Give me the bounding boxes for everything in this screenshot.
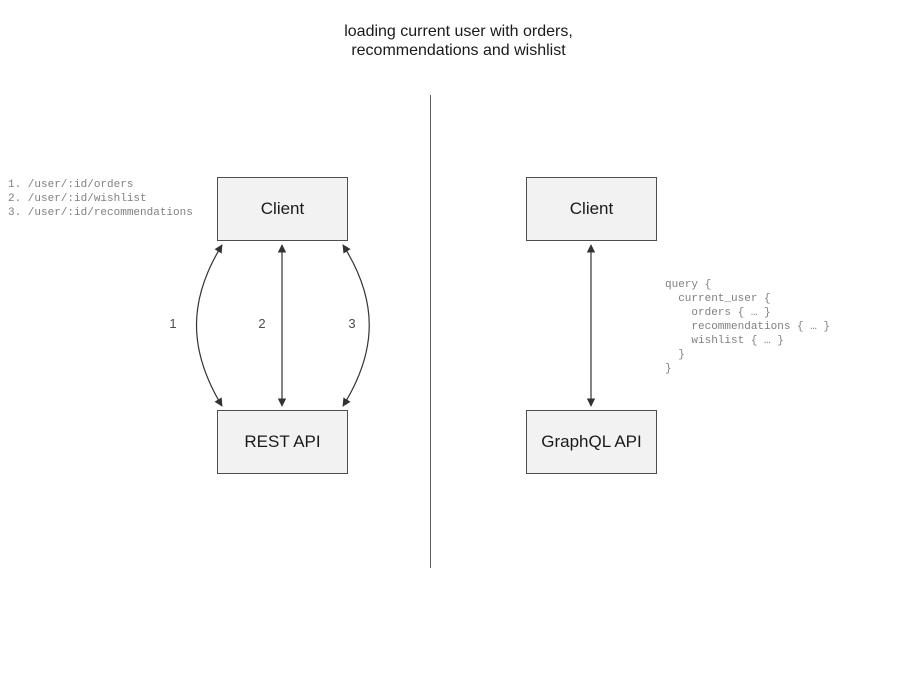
edge-label-3: 3	[348, 316, 356, 331]
node-graphql-client[interactable]: Client	[526, 177, 657, 241]
node-graphql-api[interactable]: GraphQL API	[526, 410, 657, 474]
graphql-query-snippet: query { current_user { orders { … } reco…	[665, 279, 831, 375]
rest-endpoint-list: 1. /user/:id/orders 2. /user/:id/wishlis…	[8, 179, 193, 219]
edge-rest-1	[195, 244, 223, 407]
vertical-divider	[430, 95, 431, 568]
diagram-title: loading current user with orders, recomm…	[344, 23, 573, 59]
node-rest-api[interactable]: REST API	[217, 410, 348, 474]
edge-label-2: 2	[258, 316, 266, 331]
edge-label-1: 1	[169, 316, 177, 331]
node-rest-client[interactable]: Client	[217, 177, 348, 241]
